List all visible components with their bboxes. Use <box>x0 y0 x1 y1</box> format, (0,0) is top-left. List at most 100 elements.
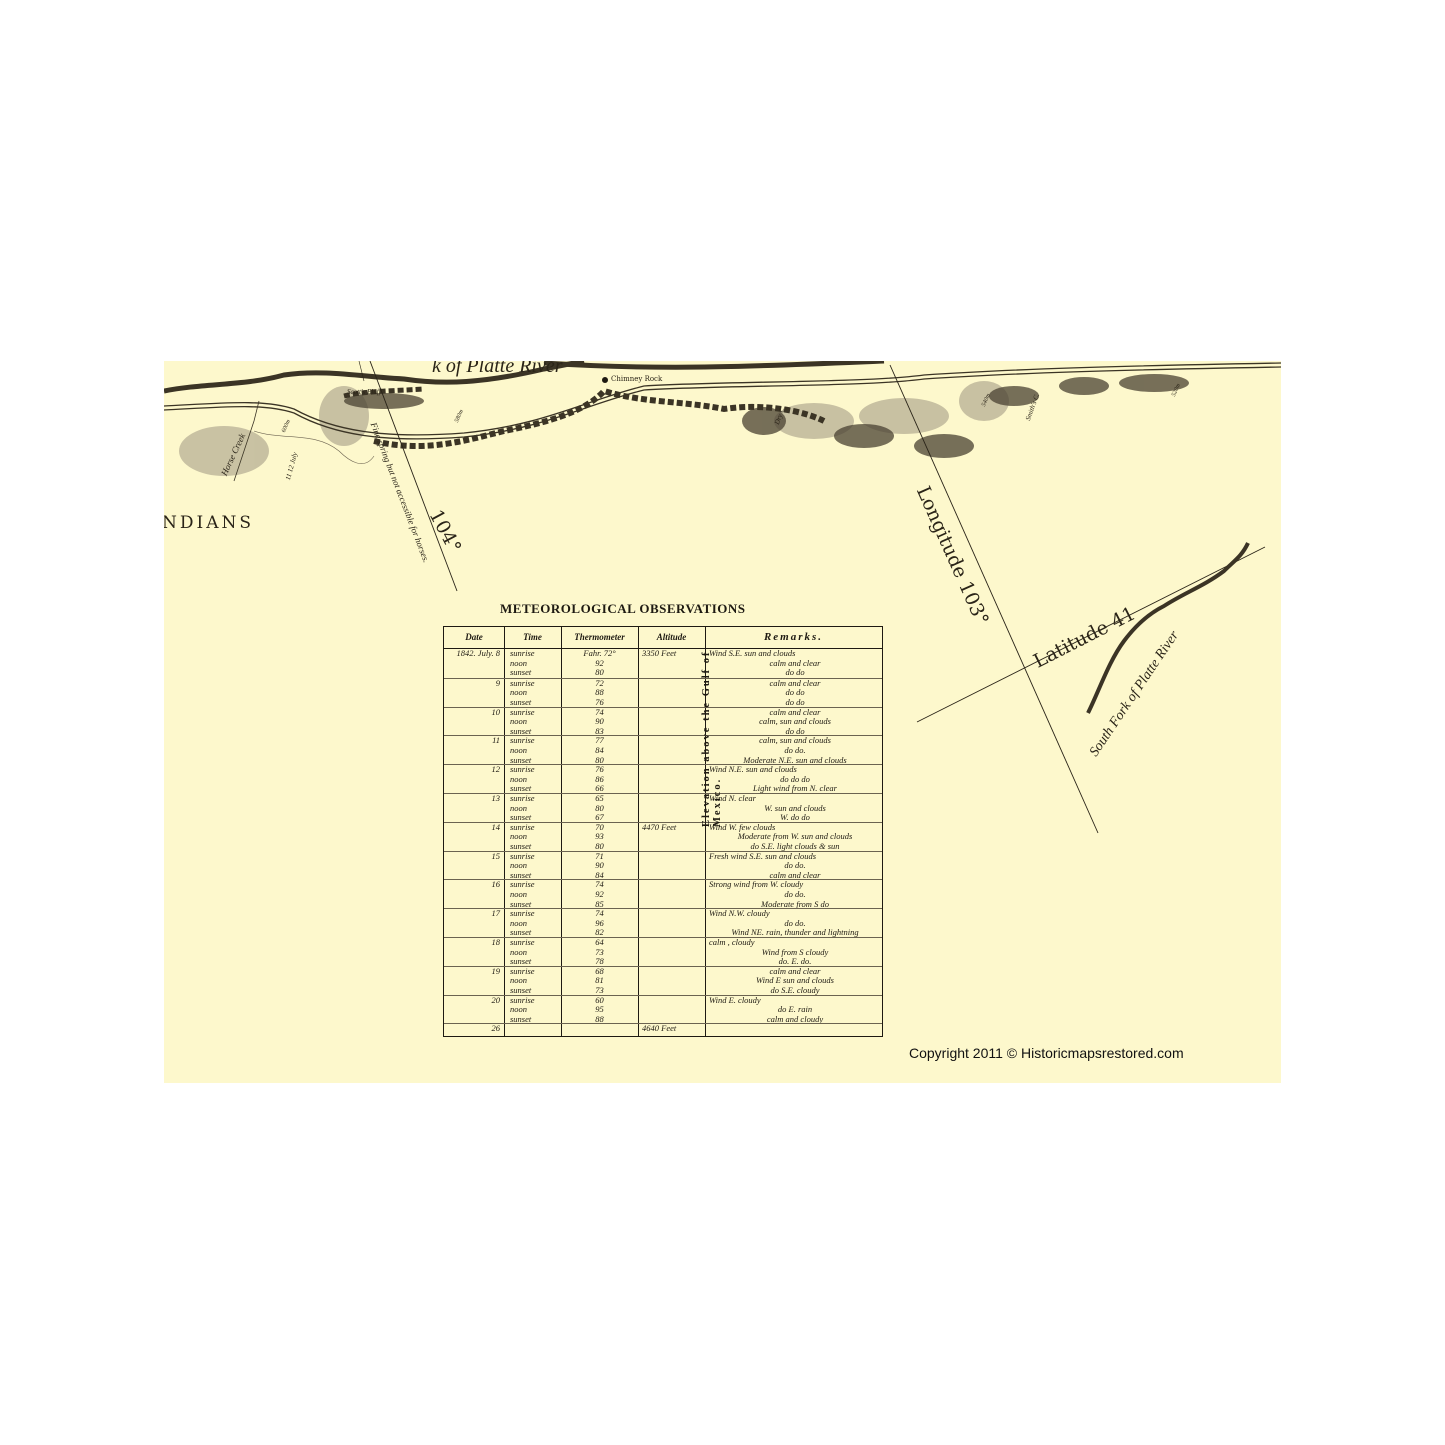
cell-thermometer: 95 <box>595 1004 604 1015</box>
cell-remark: Light wind from N. clear <box>753 783 837 794</box>
cell-time: sunset <box>510 898 532 909</box>
cell-time: noon <box>510 716 527 727</box>
cell-remark: calm and clear <box>769 869 821 880</box>
cell-date: 12 <box>491 764 501 775</box>
cell-time: noon <box>510 888 527 899</box>
cell-remark: do do. <box>784 744 806 755</box>
cell-thermometer: 77 <box>595 735 604 746</box>
cell-thermometer: 80 <box>595 840 604 851</box>
cell-thermometer: 86 <box>595 773 604 784</box>
cell-remark: W. do do <box>780 812 810 823</box>
cell-thermometer: 80 <box>595 802 604 813</box>
cell-thermometer: 66 <box>595 783 604 794</box>
cell-thermometer: 88 <box>595 1013 604 1024</box>
cell-remark: do do <box>785 725 805 736</box>
cell-remark: Moderate from S do <box>761 898 829 909</box>
cell-remark: do do <box>785 667 805 678</box>
cell-remark: calm and cloudy <box>766 1013 824 1024</box>
cell-time: noon <box>510 1004 527 1015</box>
cell-remark: Moderate N.E. sun and clouds <box>743 754 847 765</box>
cell-remark: calm and clear <box>769 706 821 717</box>
horse-creek <box>233 400 260 482</box>
cell-remark: do. E. do. <box>778 956 812 967</box>
cell-time: sunset <box>510 696 532 707</box>
cell-time: sunset <box>510 667 532 678</box>
cell-time: sunrise <box>510 677 535 688</box>
cell-time: sunset <box>510 754 532 765</box>
divider <box>504 627 505 1036</box>
cell-date: 10 <box>491 706 501 717</box>
cell-thermometer: 88 <box>595 687 604 698</box>
cell-remark: do do. <box>784 888 806 899</box>
cell-thermometer: 72 <box>595 677 604 688</box>
bluff-ridge <box>373 387 826 449</box>
cell-time: sunrise <box>510 648 535 658</box>
map-canvas: k of Platte River Scott's Bluff Chimney … <box>164 361 1281 1083</box>
cell-time: sunset <box>510 956 532 967</box>
cell-time: sunrise <box>510 764 535 775</box>
cell-remark: do do. <box>784 860 806 871</box>
map-drawing <box>164 361 1281 834</box>
cell-thermometer: 74 <box>595 706 604 717</box>
header-date: Date <box>444 627 504 649</box>
cell-remark: calm and clear <box>769 965 821 976</box>
header-time: Time <box>504 627 561 649</box>
cell-remark: W. sun and clouds <box>764 802 826 813</box>
cell-remark: Wind N.E. sun and clouds <box>709 764 797 775</box>
cell-time: noon <box>510 744 527 755</box>
cell-time: noon <box>510 831 527 842</box>
cell-thermometer: 73 <box>595 984 604 995</box>
table-title: METEOROLOGICAL OBSERVATIONS <box>500 601 746 616</box>
cell-altitude: 4470 Feet <box>642 821 677 832</box>
cell-thermometer: 84 <box>595 744 604 755</box>
cell-remark: Strong wind from W. cloudy <box>709 879 804 890</box>
cell-remark: Wind W. few clouds <box>709 821 776 832</box>
cell-remark: Wind S.E. sun and clouds <box>709 648 796 658</box>
cell-time: sunrise <box>510 850 535 861</box>
cell-time: noon <box>510 975 527 986</box>
cell-thermometer: 73 <box>595 946 604 957</box>
cell-date: 16 <box>491 879 501 890</box>
cell-time: sunset <box>510 812 532 823</box>
cell-remark: calm , cloudy <box>709 937 755 947</box>
cell-thermometer: 81 <box>595 975 604 986</box>
cell-thermometer: 92 <box>595 888 604 899</box>
north-fork-river <box>164 361 585 394</box>
divider <box>638 627 639 1036</box>
south-fork-river <box>1086 542 1250 714</box>
cell-remark: Wind N. clear <box>709 793 756 803</box>
cell-time: noon <box>510 657 527 668</box>
cell-time: sunrise <box>510 821 535 832</box>
meteorological-table: Date Time Thermometer Altitude Remarks. … <box>443 626 883 1037</box>
cell-date: 15 <box>491 850 501 861</box>
cell-remark: Wind E. cloudy <box>709 994 761 1005</box>
cell-date: 1842. July. 8 <box>456 648 500 658</box>
cell-thermometer: 74 <box>595 908 604 919</box>
header-remarks: Remarks. <box>705 627 882 649</box>
cell-remark: Fresh wind S.E. sun and clouds <box>709 850 817 861</box>
cell-time: sunrise <box>510 937 535 947</box>
cell-time: sunrise <box>510 735 535 746</box>
label-platte-river: k of Platte River <box>432 361 563 377</box>
cell-time: sunrise <box>510 994 535 1005</box>
cell-time: sunrise <box>510 879 535 890</box>
cell-time: noon <box>510 946 527 957</box>
cell-remark: do S.E. cloudy <box>770 984 820 995</box>
cell-date: 13 <box>491 793 501 803</box>
cell-thermometer: 90 <box>595 716 604 727</box>
divider <box>705 627 706 1036</box>
cell-thermometer: 85 <box>595 898 604 909</box>
label-chimney-rock: Chimney Rock <box>611 375 663 383</box>
cell-remark: calm and clear <box>769 677 821 688</box>
cell-time: sunrise <box>510 793 535 803</box>
cell-remark: Wind N.W. cloudy <box>709 908 770 919</box>
cell-thermometer: 82 <box>595 927 604 938</box>
